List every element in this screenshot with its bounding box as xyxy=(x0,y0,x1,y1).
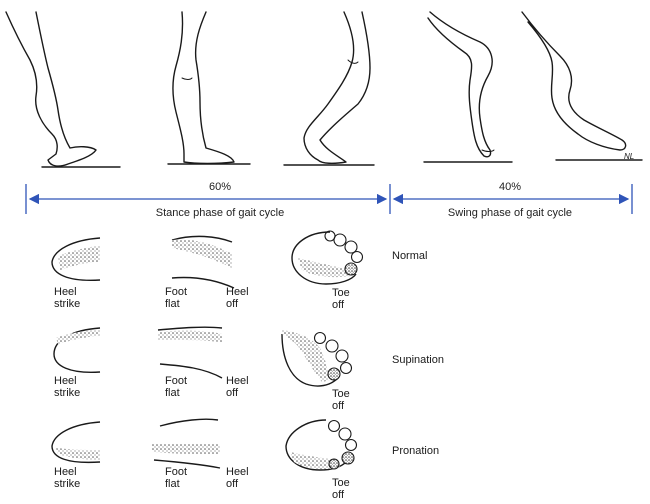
artist-signature: NL xyxy=(624,152,635,161)
swing-phase-label: Swing phase of gait cycle xyxy=(447,207,573,219)
row-label-supination: Supination xyxy=(392,354,444,366)
swing-percent: 40% xyxy=(498,181,522,193)
footprint-heel-strike-normal xyxy=(51,237,101,281)
label-toe-off-pronation: Toe off xyxy=(332,477,350,501)
leg-figure-swing xyxy=(521,11,643,161)
label-heel-strike-supination: Heel strike xyxy=(54,375,81,399)
footprint-toe-off-normal xyxy=(291,230,364,285)
label-heel-strike-normal: Heel strike xyxy=(54,286,81,310)
label-heel-off-normal: Heel off xyxy=(226,286,249,310)
footprint-toe-off-pronation xyxy=(285,419,358,471)
row-label-normal: Normal xyxy=(392,250,428,262)
row-label-pronation: Pronation xyxy=(392,445,440,457)
footprint-foot-flat-pronation xyxy=(152,418,221,469)
label-foot-flat-supination: Foot flat xyxy=(165,375,188,399)
label-toe-off-normal: Toe off xyxy=(332,287,350,311)
label-heel-off-pronation: Heel off xyxy=(226,466,249,490)
label-heel-off-supination: Heel off xyxy=(226,375,249,399)
stance-percent: 60% xyxy=(208,181,232,193)
leg-figure-foot-flat xyxy=(167,11,251,165)
leg-figure-heel-strike xyxy=(5,11,121,168)
stance-phase-label: Stance phase of gait cycle xyxy=(155,207,285,219)
footprint-foot-flat-supination xyxy=(157,326,223,379)
label-toe-off-supination: Toe off xyxy=(332,388,350,412)
footprint-heel-strike-supination xyxy=(53,327,101,373)
footprint-foot-flat-normal xyxy=(171,235,235,289)
leg-figure-toe-off xyxy=(423,11,513,163)
footprint-toe-off-supination xyxy=(281,330,353,387)
leg-figure-heel-off xyxy=(283,11,375,166)
label-foot-flat-normal: Foot flat xyxy=(165,286,188,310)
label-heel-strike-pronation: Heel strike xyxy=(54,466,81,490)
phase-arrows xyxy=(25,184,633,214)
footprint-heel-strike-pronation xyxy=(51,421,101,464)
footprint-row-normal xyxy=(51,230,364,289)
label-foot-flat-pronation: Foot flat xyxy=(165,466,188,490)
footprint-row-pronation xyxy=(51,418,358,471)
footprint-row-supination xyxy=(53,326,353,387)
